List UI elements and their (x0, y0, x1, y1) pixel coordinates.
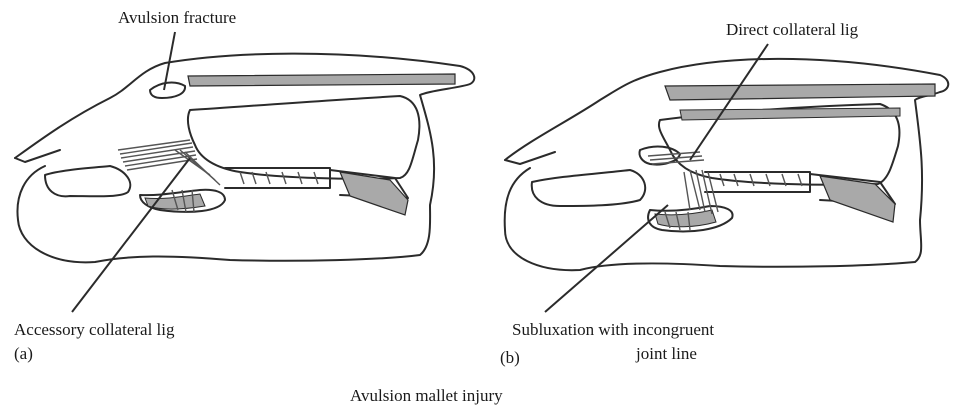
figure-caption: Avulsion mallet injury (350, 386, 503, 406)
label-accessory-collateral-lig: Accessory collateral lig (14, 320, 175, 340)
label-direct-collateral-lig: Direct collateral lig (726, 20, 858, 40)
middle-phalanx-b (532, 170, 645, 206)
leader-subluxation (545, 205, 668, 312)
label-avulsion-fracture: Avulsion fracture (118, 8, 236, 28)
panel-tag-a: (a) (14, 344, 33, 364)
leader-accessory-collateral (72, 158, 190, 312)
extensor-tendon-a (188, 74, 455, 86)
extensor-tendon-b (665, 84, 935, 100)
middle-phalanx-a (45, 166, 130, 196)
panel-tag-b: (b) (500, 348, 520, 368)
flexor-tendon-b (820, 176, 895, 222)
avulsion-fragment-a (150, 83, 185, 98)
label-subluxation-line1: Subluxation with incongruent (512, 320, 714, 340)
label-subluxation-line2: joint line (636, 344, 697, 364)
distal-phalanx-a (188, 96, 419, 179)
